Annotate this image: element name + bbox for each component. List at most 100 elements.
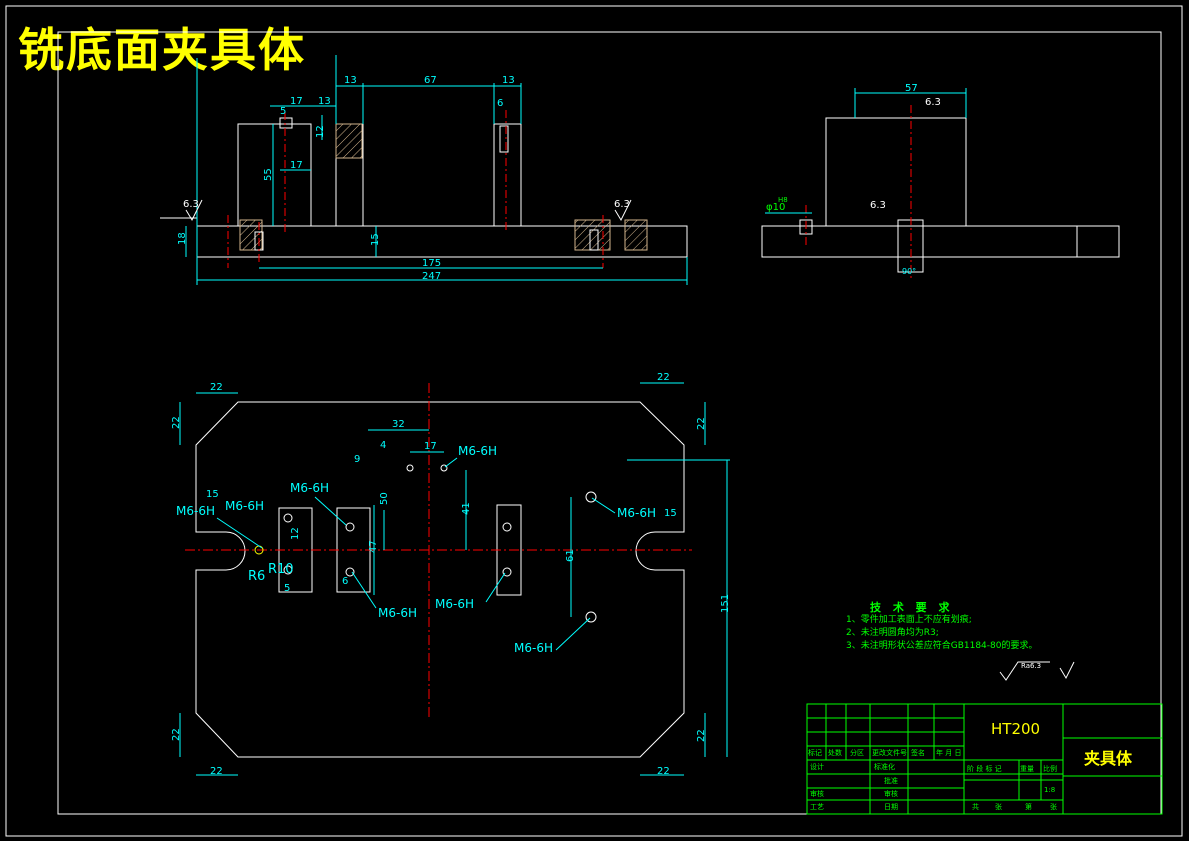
svg-text:阶 段 标 记: 阶 段 标 记 <box>967 764 1002 773</box>
plan-centerlines <box>185 383 692 720</box>
svg-text:张: 张 <box>995 802 1002 811</box>
svg-text:M6-6H: M6-6H <box>435 597 474 611</box>
title-block <box>806 703 1163 815</box>
svg-text:50: 50 <box>379 492 390 505</box>
svg-text:6.3: 6.3 <box>925 97 941 108</box>
svg-text:247: 247 <box>422 271 441 282</box>
svg-text:90°: 90° <box>902 267 916 276</box>
svg-text:13: 13 <box>318 96 331 107</box>
svg-text:12: 12 <box>290 527 301 540</box>
front-dim-text: 17 13 67 13 13 6 5 12 55 17 18 15 175 24… <box>177 75 630 282</box>
svg-text:15: 15 <box>206 489 219 500</box>
svg-text:签名: 签名 <box>911 748 925 757</box>
note-item: 3、未注明形状公差应符合GB1184-80的要求。 <box>846 641 1038 651</box>
front-view <box>160 117 688 258</box>
side-view <box>761 117 1120 273</box>
notes-heading: 技 术 要 求 <box>870 601 954 614</box>
svg-text:夹具体: 夹具体 <box>1084 749 1133 768</box>
technical-notes: 技 术 要 求 1、零件加工表面上不应有划痕; 2、未注明圆角均为R3; 3、未… <box>846 601 1037 653</box>
front-dimensions <box>185 55 688 285</box>
svg-text:重量: 重量 <box>1020 765 1034 773</box>
svg-text:第: 第 <box>1025 802 1032 811</box>
front-centerlines <box>227 110 604 268</box>
svg-text:67: 67 <box>424 75 437 86</box>
svg-text:HT200: HT200 <box>991 720 1040 738</box>
svg-text:17: 17 <box>290 160 303 171</box>
svg-text:22: 22 <box>171 728 182 741</box>
svg-text:Ra6.3: Ra6.3 <box>1021 662 1041 670</box>
thread-callouts: M6-6H M6-6H M6-6H M6-6H M6-6H M6-6H M6-6… <box>176 444 656 655</box>
svg-text:5: 5 <box>284 583 290 594</box>
svg-text:9: 9 <box>354 454 360 465</box>
svg-text:审核: 审核 <box>884 789 898 798</box>
svg-text:分区: 分区 <box>850 748 864 757</box>
svg-text:13: 13 <box>344 75 357 86</box>
svg-text:日期: 日期 <box>884 803 898 811</box>
svg-text:M6-6H: M6-6H <box>514 641 553 655</box>
svg-text:22: 22 <box>696 729 707 742</box>
svg-text:设计: 设计 <box>810 762 824 771</box>
title-block-text: HT200 夹具体 标记 处数 分区 更改文件号 签名 年 月 日 设计 审核 … <box>808 720 1133 811</box>
outer-frame <box>5 5 1183 837</box>
svg-text:17: 17 <box>290 96 303 107</box>
svg-text:6.3: 6.3 <box>183 199 199 210</box>
svg-text:R6: R6 <box>248 569 265 584</box>
note-item: 2、未注明圆角均为R3; <box>846 628 939 638</box>
svg-text:年 月 日: 年 月 日 <box>936 748 961 757</box>
side-centerlines <box>805 105 912 280</box>
svg-text:15: 15 <box>664 508 677 519</box>
side-dimensions <box>765 88 967 214</box>
svg-text:22: 22 <box>171 416 182 429</box>
svg-text:M6-6H: M6-6H <box>290 481 329 495</box>
svg-text:12: 12 <box>315 125 326 138</box>
svg-text:47: 47 <box>368 540 379 553</box>
plan-holes <box>254 464 597 623</box>
svg-text:17: 17 <box>424 441 437 452</box>
svg-text:工艺: 工艺 <box>810 803 824 811</box>
svg-text:6.3: 6.3 <box>614 199 630 210</box>
svg-text:15: 15 <box>370 233 381 246</box>
svg-text:共: 共 <box>972 802 979 811</box>
svg-text:φ10: φ10 <box>766 202 785 213</box>
plan-leaders <box>216 457 616 651</box>
svg-text:处数: 处数 <box>828 748 842 757</box>
svg-text:批准: 批准 <box>884 776 898 785</box>
svg-text:R10: R10 <box>268 562 294 577</box>
plan-dimensions <box>179 382 730 776</box>
plan-view <box>195 401 685 758</box>
svg-text:18: 18 <box>177 232 188 245</box>
svg-text:4: 4 <box>380 440 386 451</box>
svg-text:6.3: 6.3 <box>870 200 886 211</box>
note-item: 1、零件加工表面上不应有划痕; <box>846 615 972 625</box>
svg-text:标记: 标记 <box>808 748 822 757</box>
svg-text:6: 6 <box>497 98 503 109</box>
svg-text:55: 55 <box>263 168 274 181</box>
svg-text:M6-6H: M6-6H <box>225 499 264 513</box>
roughness-symbol: Ra6.3 <box>999 661 1075 681</box>
svg-text:标准化: 标准化 <box>874 762 895 771</box>
svg-text:比例: 比例 <box>1043 764 1057 773</box>
svg-text:M6-6H: M6-6H <box>617 506 656 520</box>
svg-text:22: 22 <box>210 766 223 777</box>
svg-text:22: 22 <box>657 372 670 383</box>
svg-text:M6-6H: M6-6H <box>176 504 215 518</box>
svg-text:151: 151 <box>720 594 731 613</box>
svg-text:H8: H8 <box>778 196 788 204</box>
svg-text:5: 5 <box>280 106 286 117</box>
svg-text:张: 张 <box>1050 802 1057 811</box>
front-roughness-marks <box>185 199 632 222</box>
inner-frame <box>57 31 1162 815</box>
side-dim-text: 57 6.3 6.3 φ10 H8 90° <box>766 83 941 276</box>
svg-text:更改文件号: 更改文件号 <box>872 748 907 757</box>
svg-text:61: 61 <box>565 549 576 562</box>
svg-text:M6-6H: M6-6H <box>378 606 417 620</box>
svg-text:M6-6H: M6-6H <box>458 444 497 458</box>
svg-text:32: 32 <box>392 419 405 430</box>
plan-dim-text: 22 22 22 22 22 22 22 22 32 17 9 4 50 41 … <box>171 372 731 777</box>
svg-text:审核: 审核 <box>810 789 824 798</box>
svg-text:57: 57 <box>905 83 918 94</box>
svg-text:175: 175 <box>422 258 441 269</box>
svg-text:1:8: 1:8 <box>1044 786 1055 794</box>
svg-text:41: 41 <box>461 502 472 515</box>
